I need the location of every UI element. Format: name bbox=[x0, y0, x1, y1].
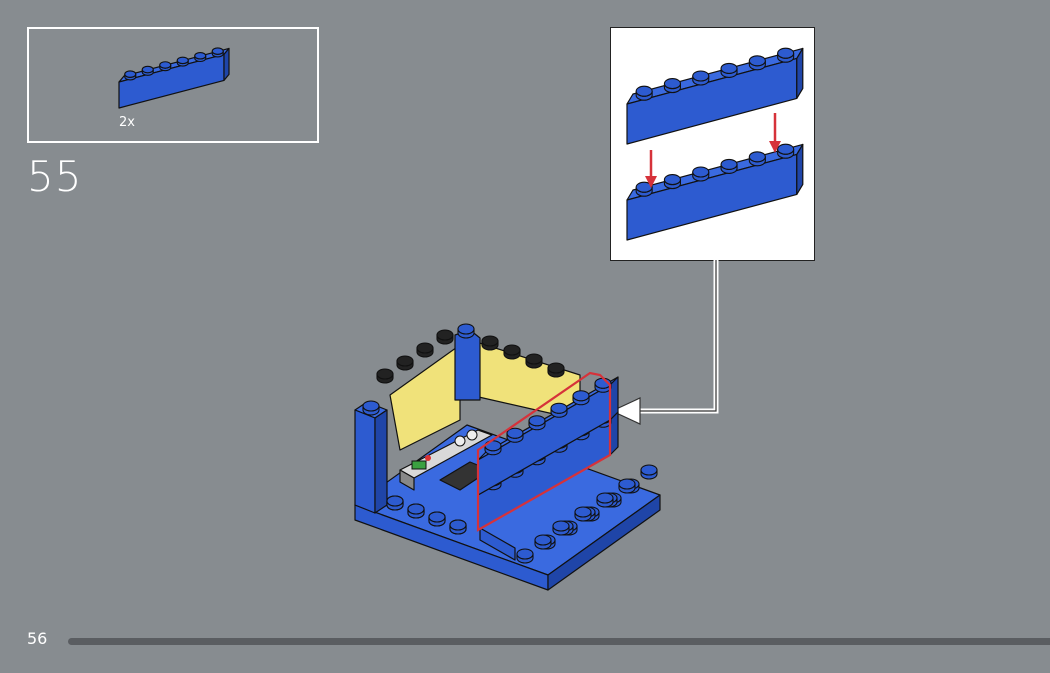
stud-top bbox=[516, 548, 534, 560]
stud-top bbox=[692, 166, 710, 178]
stud-top bbox=[596, 492, 614, 504]
console-dial bbox=[454, 435, 466, 447]
stud-top bbox=[748, 55, 766, 67]
console-dial bbox=[466, 429, 478, 441]
stud-top bbox=[525, 353, 543, 365]
parts-list-brick bbox=[118, 47, 230, 109]
stud-top bbox=[141, 65, 154, 74]
stud-top bbox=[457, 323, 475, 335]
parts-list-box: 2x bbox=[27, 27, 319, 143]
page-number: 56 bbox=[27, 629, 48, 648]
stud-top bbox=[635, 181, 653, 193]
brick-front bbox=[626, 153, 798, 241]
stud-top bbox=[211, 47, 224, 55]
stud-top bbox=[428, 511, 446, 523]
console-green-tile bbox=[411, 460, 427, 470]
stud-top bbox=[635, 85, 653, 97]
console-red-button bbox=[425, 455, 431, 461]
stud-top bbox=[386, 495, 404, 507]
support-front bbox=[479, 527, 516, 561]
stud-top bbox=[574, 506, 592, 518]
stud-top bbox=[124, 70, 137, 78]
stud-top bbox=[416, 342, 434, 354]
stud-top bbox=[692, 70, 710, 82]
brick-end bbox=[223, 47, 230, 82]
brick-end bbox=[374, 409, 388, 514]
console-side bbox=[399, 469, 415, 491]
main-model bbox=[354, 323, 661, 591]
progress-bar[interactable] bbox=[68, 638, 1050, 645]
stud-top bbox=[547, 362, 565, 374]
stud-top bbox=[362, 400, 380, 412]
stud-top bbox=[534, 534, 552, 546]
stud-top bbox=[503, 344, 521, 356]
stud-top bbox=[506, 427, 524, 439]
stud-top bbox=[159, 61, 172, 69]
brick-end bbox=[796, 47, 804, 100]
callout-bottom-brick bbox=[626, 143, 804, 241]
step-number: 55 bbox=[27, 152, 83, 201]
stud-top bbox=[194, 51, 207, 60]
brick-end bbox=[796, 143, 804, 195]
stud-top bbox=[528, 415, 546, 427]
stud-top bbox=[720, 158, 738, 170]
callout-connector-line bbox=[636, 260, 719, 414]
stud-top bbox=[436, 329, 454, 341]
stud-top bbox=[777, 47, 795, 59]
stud-top bbox=[663, 78, 682, 90]
stud-top bbox=[572, 390, 590, 402]
stud-top bbox=[407, 503, 425, 515]
brick-front bbox=[118, 53, 225, 109]
callout-bricks bbox=[626, 47, 804, 241]
stud-top bbox=[481, 335, 499, 347]
parts-brick-1x6 bbox=[118, 47, 230, 109]
trans-yellow-wall-left bbox=[389, 344, 461, 451]
stud-top bbox=[640, 464, 658, 476]
arrow-down-icon bbox=[769, 141, 781, 153]
stud-top bbox=[618, 478, 636, 490]
center-pillar bbox=[454, 329, 481, 401]
arrow-down-icon bbox=[645, 176, 657, 188]
stud-top bbox=[550, 402, 568, 414]
stud-top bbox=[748, 151, 766, 163]
callout-top-brick bbox=[626, 47, 804, 145]
stud-top bbox=[663, 174, 682, 186]
stud-top bbox=[396, 355, 414, 367]
base-plate-side bbox=[547, 494, 661, 591]
arrow-left-icon bbox=[610, 397, 641, 425]
brick-front bbox=[626, 57, 798, 145]
parts-count: 2x bbox=[119, 115, 135, 130]
stud-top bbox=[376, 368, 394, 380]
stud-top bbox=[552, 520, 570, 532]
stud-top bbox=[176, 56, 189, 65]
stud-top bbox=[720, 62, 738, 74]
stud-top bbox=[777, 143, 795, 155]
brick-front bbox=[354, 409, 376, 514]
stud-top bbox=[449, 519, 467, 531]
left-pillar bbox=[354, 400, 388, 514]
highlight-outline bbox=[476, 371, 612, 532]
